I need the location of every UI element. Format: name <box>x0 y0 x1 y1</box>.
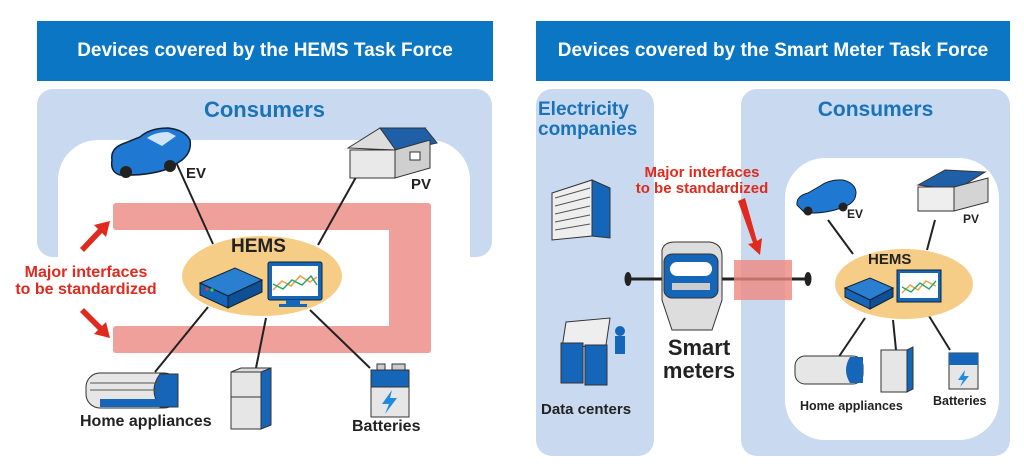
pv-house-icon <box>346 127 438 179</box>
sm-callout-line1: Major interfaces <box>644 164 760 181</box>
smart-meters-line2: meters <box>662 358 736 384</box>
sm-batteries-label: Batteries <box>933 394 987 408</box>
office-building-icon <box>551 179 611 241</box>
callout-line2: to be standardized <box>15 281 157 299</box>
batteries-label: Batteries <box>352 418 421 435</box>
connection-lines <box>154 159 371 373</box>
battery-icon <box>370 363 410 418</box>
electricity-companies-line2: companies <box>538 118 638 140</box>
hems-banner: Devices covered by the HEMS Task Force <box>37 21 493 81</box>
ev-car-icon <box>110 127 192 178</box>
monitor-icon <box>267 261 323 307</box>
callout-line1: Major interfaces <box>24 264 148 281</box>
smart-meters-line1: Smart <box>667 335 731 360</box>
sm-hems-label: HEMS <box>868 251 912 268</box>
electricity-companies-panel <box>536 89 654 456</box>
callout-arrow <box>80 221 110 338</box>
smart-meter-icon <box>661 241 723 331</box>
sm-hems-box-icon <box>843 277 895 310</box>
sm-consumers-title: Consumers <box>817 98 934 121</box>
ev-label: EV <box>186 165 207 182</box>
data-center-icon <box>560 317 625 386</box>
home-appliances-label: Home appliances <box>80 413 212 430</box>
pv-label: PV <box>411 176 432 193</box>
electricity-companies-line1: Electricity <box>538 99 629 120</box>
sm-monitor-icon <box>896 269 942 303</box>
meter-interface-band <box>734 260 792 300</box>
smart-meter-banner: Devices covered by the Smart Meter Task … <box>536 21 1010 81</box>
sm-refrigerator-icon <box>880 346 914 393</box>
home-appliance-ac-icon <box>85 372 179 409</box>
interface-band <box>113 203 431 353</box>
sm-callout-line2: to be standardized <box>635 180 769 198</box>
hems-callout-text: Major interfaces to be standardized <box>6 264 166 299</box>
sm-battery-icon <box>948 352 979 390</box>
hems-label: HEMS <box>231 236 286 257</box>
electricity-companies-title: Electricity companies <box>538 100 656 140</box>
smart-meters-label: Smart meters <box>660 336 738 382</box>
data-centers-label: Data centers <box>541 401 632 418</box>
hems-box-icon <box>198 267 264 309</box>
sm-ev-car-icon <box>796 179 857 216</box>
callout-arrow <box>738 198 762 255</box>
sm-callout-text: Major interfaces to be standardized <box>622 164 782 198</box>
sm-ac-icon <box>794 355 864 385</box>
sm-home-appliances-label: Home appliances <box>800 399 903 413</box>
sm-ev-label: EV <box>847 207 864 221</box>
sm-pv-house-icon <box>916 169 989 212</box>
refrigerator-icon <box>230 367 272 430</box>
sm-pv-label: PV <box>963 212 980 226</box>
hems-consumers-title: Consumers <box>203 97 326 122</box>
